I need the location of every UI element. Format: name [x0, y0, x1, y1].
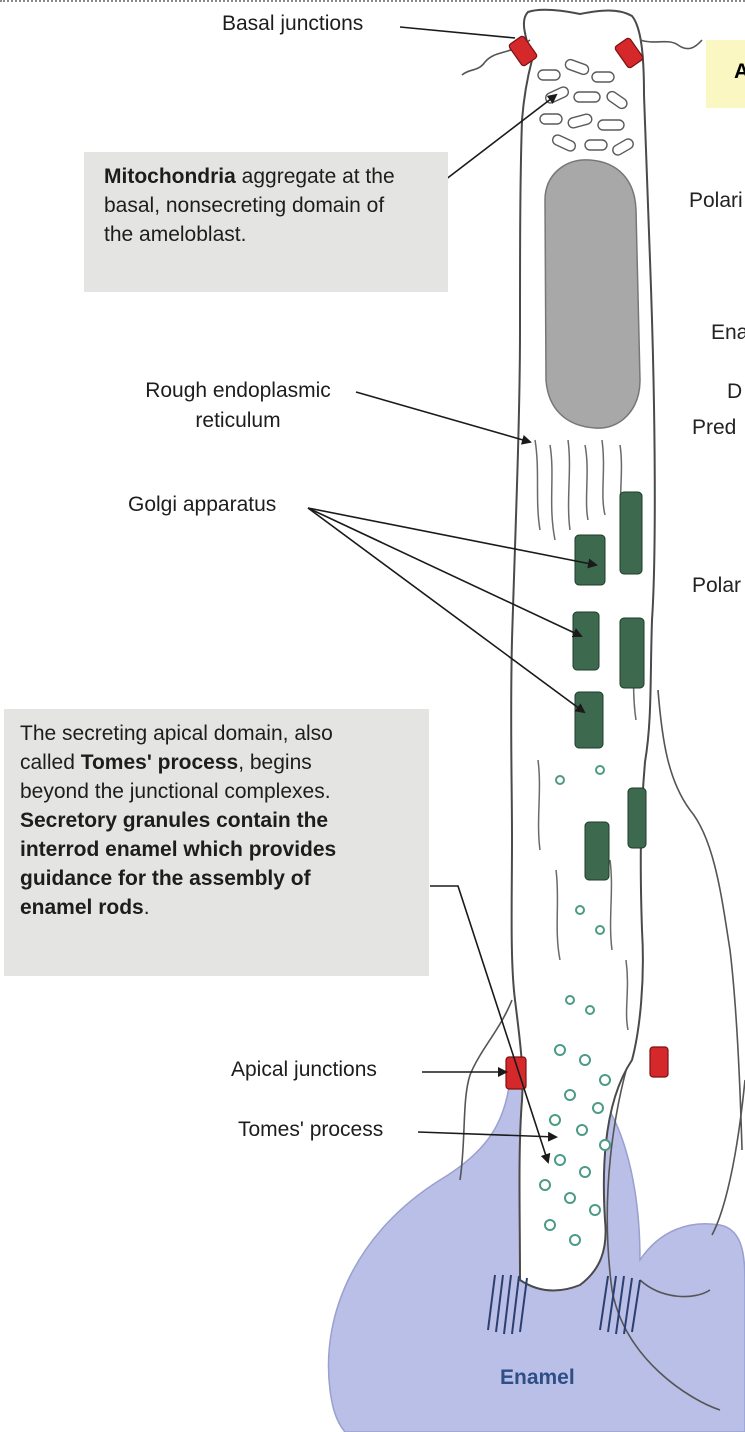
side-text-polar: Polar: [692, 574, 741, 598]
label-rough-er-line1: Rough endoplasmic: [118, 376, 358, 406]
basal-junctions-leader: [400, 27, 515, 38]
mito-text-1: aggregate at the: [236, 165, 395, 188]
label-golgi: Golgi apparatus: [128, 493, 276, 517]
label-enamel: Enamel: [500, 1366, 575, 1390]
side-text-polari: Polari: [689, 189, 743, 213]
tomes-line-4: Secretory granules contain the: [20, 809, 328, 832]
side-text-d: D: [727, 380, 742, 404]
rough-er-leader: [356, 392, 530, 442]
basal-process-right: [640, 40, 702, 49]
tomes-process-callout: The secreting apical domain, also called…: [4, 709, 429, 976]
tomes-line-7-bold: enamel rods: [20, 896, 144, 919]
side-text-ena: Ena: [711, 321, 745, 345]
side-text-pred: Pred: [692, 416, 736, 440]
tomes-line-2-post: , begins: [238, 751, 312, 774]
neighbour-cell-outline: [658, 690, 742, 1150]
mito-text-2: basal, nonsecreting domain of: [104, 191, 440, 220]
tomes-line-5: interrod enamel which provides: [20, 838, 336, 861]
apical-junction-right: [650, 1047, 668, 1077]
nucleus: [545, 160, 640, 428]
tomes-line-2-pre: called: [20, 751, 81, 774]
tomes-line-1: The secreting apical domain, also: [20, 719, 423, 748]
mito-bold: Mitochondria: [104, 165, 236, 188]
label-rough-er-line2: reticulum: [118, 406, 358, 436]
label-tomes-process: Tomes' process: [238, 1118, 383, 1142]
mitochondria-callout: Mitochondria aggregate at the basal, non…: [84, 152, 448, 292]
tomes-line-7-post: .: [144, 896, 150, 919]
mito-text-3: the ameloblast.: [104, 220, 440, 249]
tomes-line-6: guidance for the assembly of: [20, 867, 311, 890]
tomes-line-2-bold: Tomes' process: [81, 751, 239, 774]
label-basal-junctions: Basal junctions: [222, 12, 363, 36]
label-rough-er: Rough endoplasmic reticulum: [118, 376, 358, 436]
label-apical-junctions: Apical junctions: [231, 1058, 377, 1082]
tomes-line-3: beyond the junctional complexes.: [20, 777, 423, 806]
